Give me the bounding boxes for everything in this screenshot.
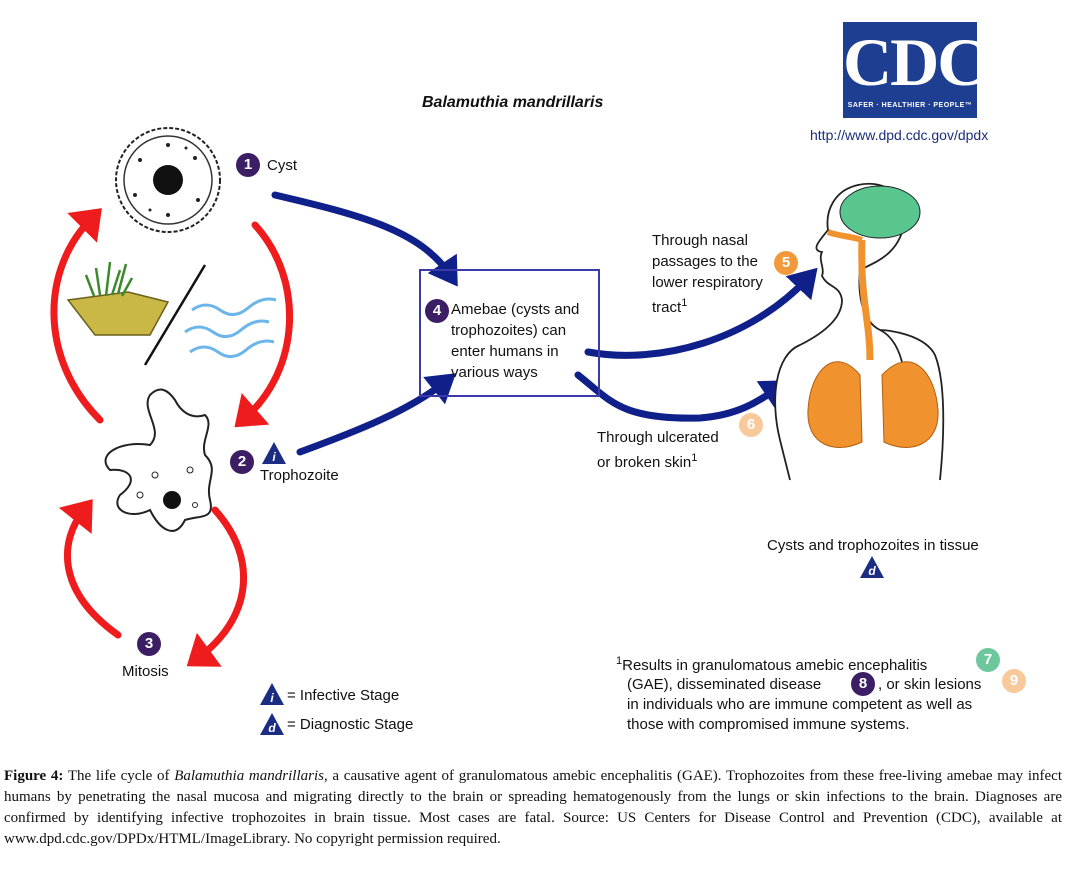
stage-6-line-1: Through ulcerated (597, 429, 719, 446)
water-illustration (184, 297, 277, 358)
stage-5-badge: 5 (774, 251, 798, 275)
soil-illustration (66, 261, 170, 336)
divider-slash (143, 264, 207, 366)
stage-5-line-3: lower respiratory (652, 274, 763, 291)
diagram-title: Balamuthia mandrillaris (422, 94, 604, 111)
stage-4-line-2: trophozoites) can (451, 322, 567, 339)
stage-4-line-3: enter humans in (451, 343, 559, 360)
stage-2-badge: 2 (230, 450, 254, 474)
stage-6-badge: 6 (739, 413, 763, 437)
stage-6-line-2: or broken skin1 (597, 452, 698, 471)
entry-routes-box (419, 269, 600, 397)
legend-diagnostic-icon: d (260, 713, 284, 735)
life-cycle-diagram: Balamuthia mandrillaris CDC SAFER · HEAL… (50, 22, 1026, 735)
diagram-graphics (50, 127, 945, 667)
source-url: http://www.dpd.cdc.gov/dpdx (810, 127, 989, 143)
stage-4-line-1: Amebae (cysts and (451, 301, 580, 318)
cyst-illustration (115, 127, 221, 233)
stage-4-badge: 4 (425, 299, 449, 323)
footnote-line-4: those with compromised immune systems. (627, 716, 910, 733)
stage-5-line-4: tract1 (652, 297, 688, 316)
cdc-logo: CDC SAFER · HEALTHIER · PEOPLE™ (843, 22, 986, 118)
stage-2-label: Trophozoite (260, 467, 339, 484)
stage-1-badge: 1 (236, 153, 260, 177)
stage-3-label: Mitosis (122, 663, 169, 680)
route-arrows (271, 191, 818, 456)
tissue-label: Cysts and trophozoites in tissue (767, 537, 979, 554)
stage-3-badge: 3 (137, 632, 161, 656)
footnote-line-2a: (GAE), disseminated disease (627, 676, 822, 693)
legend-diagnostic-label: = Diagnostic Stage (287, 716, 414, 733)
legend-infective-label: = Infective Stage (287, 687, 400, 704)
gae-badge: 7 (976, 648, 1000, 672)
stage-5-line-1: Through nasal (652, 232, 748, 249)
legend-infective-icon: i (260, 683, 284, 705)
trophozoite-illustration (104, 388, 213, 532)
footnote-line-3: in individuals who are immune competent … (627, 696, 973, 713)
diagnostic-stage-marker: d (860, 556, 884, 578)
figure-caption: Figure 4: The life cycle of Balamuthia m… (4, 768, 1062, 847)
infective-stage-marker: i (262, 442, 286, 464)
footnote-line-2b: , or skin lesions (878, 676, 982, 693)
stage-4-line-4: various ways (451, 364, 538, 381)
stage-5-line-2: passages to the (652, 253, 758, 270)
cycle-arrows (50, 208, 293, 667)
human-illustration (774, 182, 945, 481)
stage-1-label: Cyst (267, 157, 297, 174)
disseminated-badge: 8 (851, 672, 875, 696)
skin-lesion-badge: 9 (1002, 669, 1026, 693)
footnote-line-1: 1Results in granulomatous amebic encepha… (616, 655, 928, 674)
